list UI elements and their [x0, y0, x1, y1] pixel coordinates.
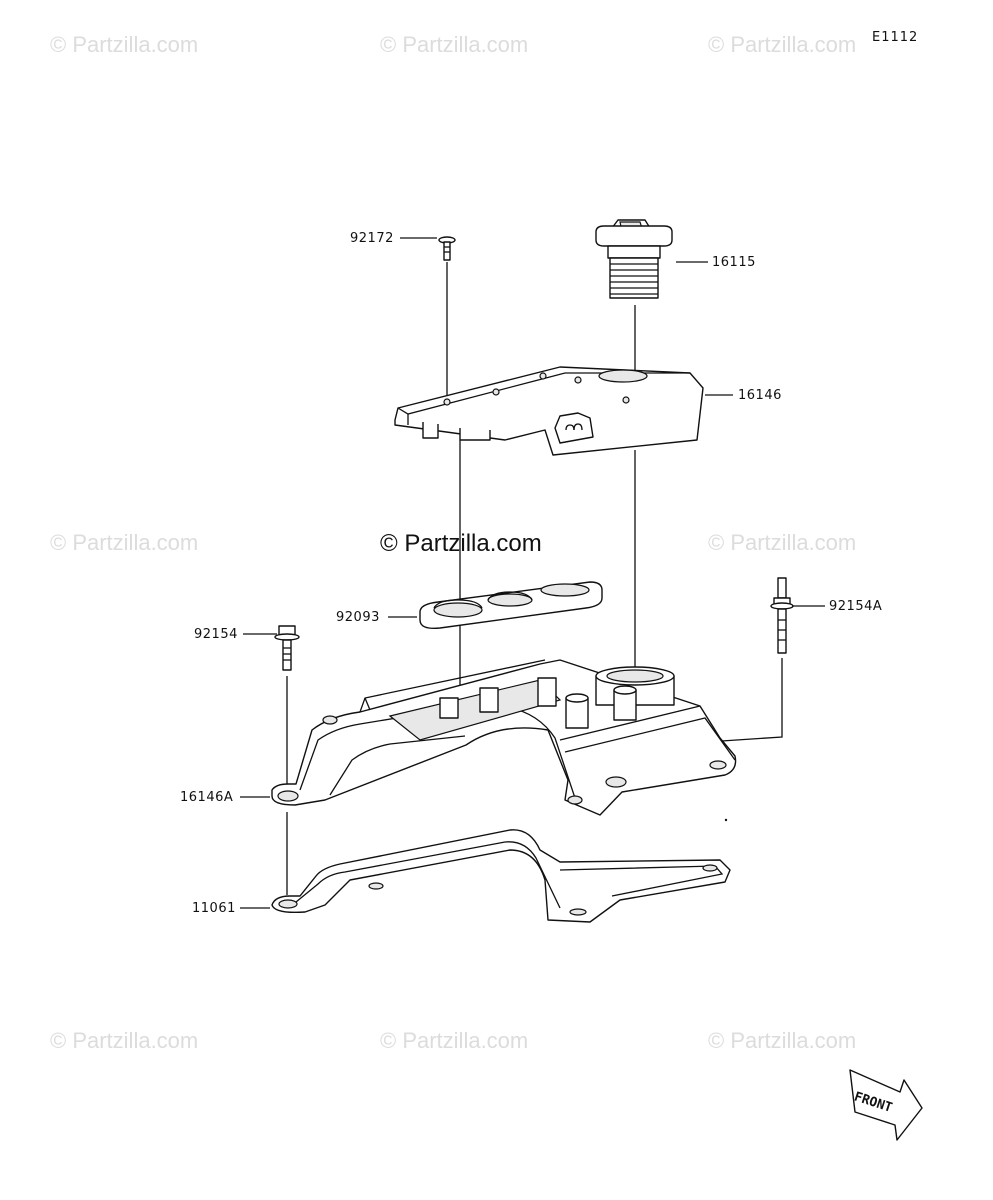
part-label-11061: 11061	[192, 901, 236, 916]
part-label-92172: 92172	[350, 231, 394, 246]
watermark-center: © Partzilla.com	[380, 530, 542, 557]
plug-gasket-92093	[419, 581, 603, 630]
watermark: © Partzilla.com	[708, 1028, 857, 1053]
part-label-16146a: 16146A	[180, 790, 234, 805]
head-cover-16146a	[271, 659, 737, 816]
part-label-92154a: 92154A	[829, 599, 883, 614]
oil-cap-16115	[595, 219, 673, 299]
watermark: © Partzilla.com	[380, 32, 529, 57]
stud-bolt-92154a	[770, 577, 794, 654]
marker-dot	[724, 818, 728, 822]
watermark: © Partzilla.com	[50, 32, 199, 57]
part-label-16115: 16115	[712, 255, 756, 270]
watermark: © Partzilla.com	[50, 530, 199, 555]
watermark: © Partzilla.com	[380, 1028, 529, 1053]
bolt-92154	[274, 625, 300, 671]
head-gasket-11061	[271, 829, 731, 923]
part-label-16146: 16146	[738, 388, 782, 403]
watermark: © Partzilla.com	[708, 32, 857, 57]
screw-92172	[438, 236, 456, 261]
front-arrow-icon: FRONT	[849, 1069, 923, 1141]
part-label-92154: 92154	[194, 627, 238, 642]
part-label-92093: 92093	[336, 610, 380, 625]
diagram-code: E1112	[872, 30, 919, 45]
watermark: © Partzilla.com	[50, 1028, 199, 1053]
watermark: © Partzilla.com	[708, 530, 857, 555]
upper-cover-16146	[394, 366, 704, 456]
